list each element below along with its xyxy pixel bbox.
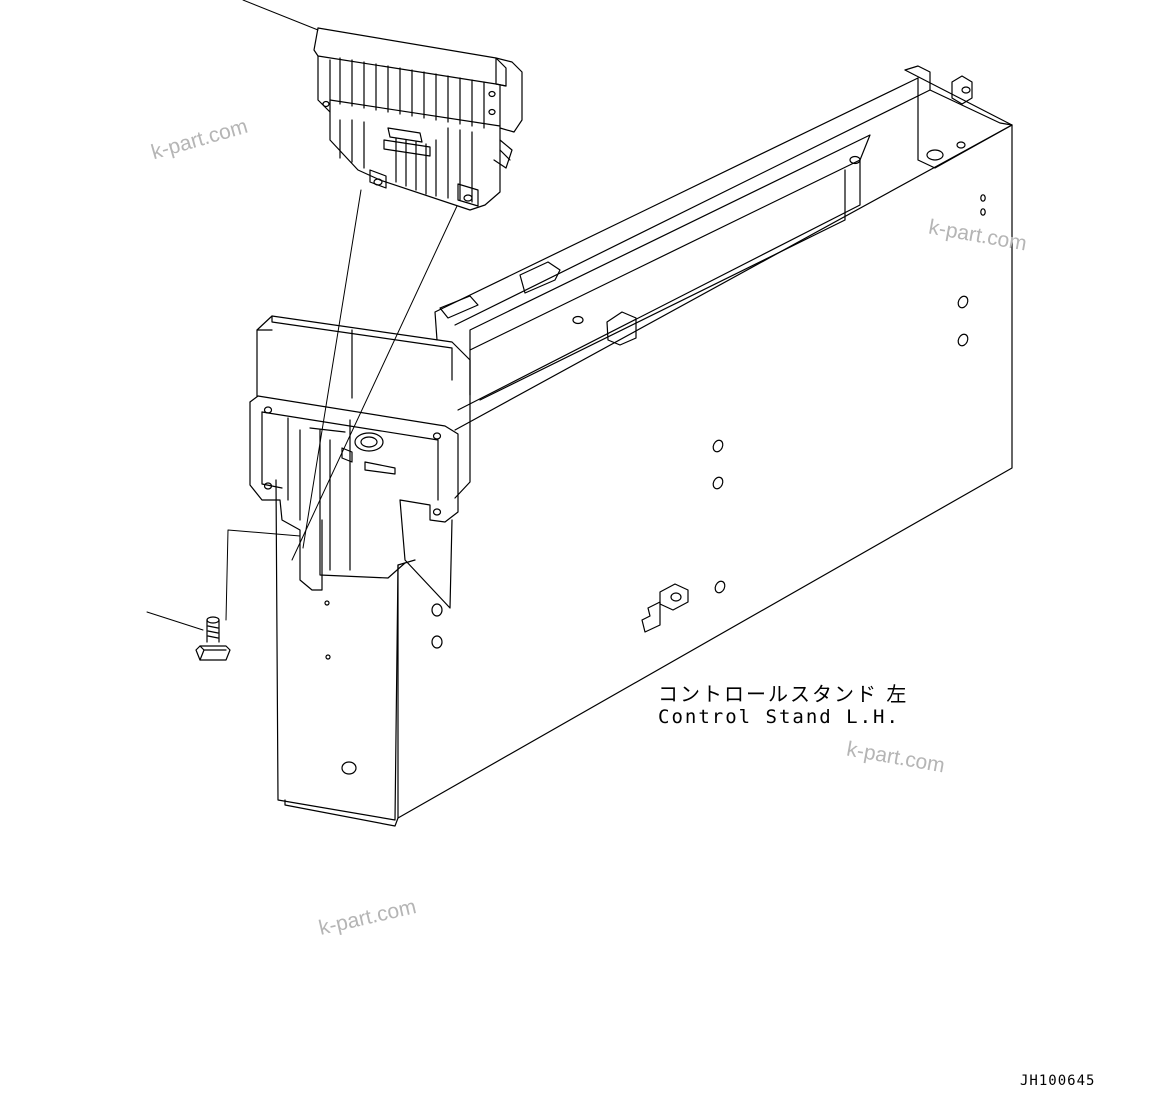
- part-label-japanese: コントロールスタンド 左: [658, 682, 909, 706]
- part-label-english: Control Stand L.H.: [658, 706, 900, 728]
- control-stand-body: [249, 65, 1013, 827]
- controller-unit: [313, 27, 523, 211]
- flange-bolt: [195, 616, 231, 661]
- leader-lines: [146, 0, 458, 631]
- drawing-code: JH100645: [1020, 1073, 1096, 1089]
